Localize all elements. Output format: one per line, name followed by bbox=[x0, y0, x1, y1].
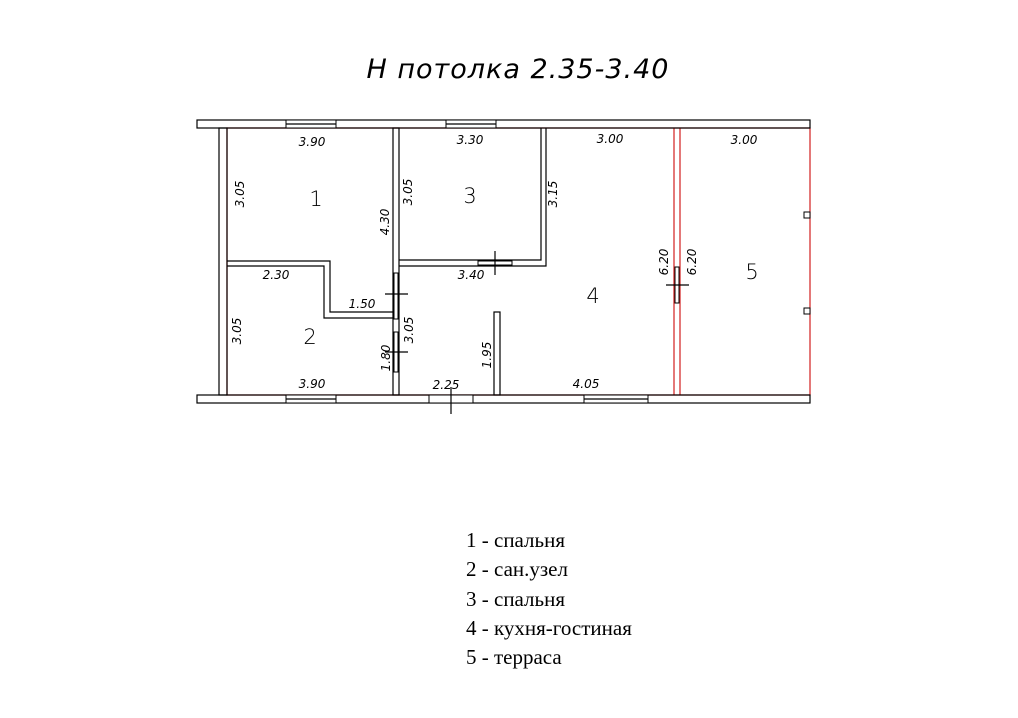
outer-walls bbox=[196, 119, 811, 404]
room-number-5: 5 bbox=[745, 260, 758, 284]
room-number-2: 2 bbox=[303, 325, 316, 349]
dim-room3-bottom: 3.40 bbox=[458, 268, 485, 282]
window-room2-bottom bbox=[285, 394, 337, 404]
windows bbox=[285, 119, 811, 404]
partition-rooms-1-3 bbox=[392, 127, 400, 396]
door-terrace bbox=[666, 266, 689, 304]
dim-room2-door: 1.80 bbox=[379, 344, 393, 371]
door-room3 bbox=[477, 251, 513, 275]
room2-wall-outer bbox=[227, 260, 393, 313]
door-room1 bbox=[385, 272, 408, 320]
floor-plan: 3.90 3.30 3.00 3.00 3.05 4.30 3.05 3.15 … bbox=[196, 119, 811, 414]
dim-room4-top: 3.00 bbox=[597, 132, 624, 146]
terrace-post-lower bbox=[803, 307, 811, 315]
room3-wall-outer bbox=[399, 128, 542, 261]
room2-wall-inner bbox=[227, 265, 393, 319]
dim-room3-top: 3.30 bbox=[457, 133, 484, 147]
interior-walls bbox=[227, 127, 547, 396]
dim-room3-left: 3.05 bbox=[401, 179, 415, 206]
dim-room2-step: 1.50 bbox=[349, 297, 376, 311]
dim-room2-bottom: 3.90 bbox=[299, 377, 326, 391]
window-room3-top bbox=[445, 119, 497, 129]
dim-room4-right: 6.20 bbox=[657, 248, 671, 275]
dim-hall-bottom: 2.25 bbox=[433, 378, 460, 392]
legend-item-3: 3 - спальня bbox=[466, 586, 566, 611]
legend-item-5: 5 - терраса bbox=[466, 645, 562, 670]
room-number-3: 3 bbox=[463, 184, 476, 208]
dim-room2-top: 2.30 bbox=[263, 268, 290, 282]
room-numbers: 1 2 3 4 5 bbox=[303, 184, 758, 349]
legend-item-2: 2 - сан.узел bbox=[466, 557, 568, 582]
room-legend: 1 - спальня 2 - сан.узел 3 - спальня 4 -… bbox=[466, 526, 632, 672]
dim-room1-top: 3.90 bbox=[299, 135, 326, 149]
bottom-wall bbox=[196, 394, 811, 404]
window-room1-top bbox=[285, 119, 337, 129]
dim-partition-stub: 1.95 bbox=[480, 342, 494, 369]
legend-item-4: 4 - кухня-гостиная bbox=[466, 615, 632, 640]
door-entrance bbox=[428, 387, 474, 414]
doors bbox=[385, 251, 689, 414]
dim-room5-left: 6.20 bbox=[685, 248, 699, 275]
partition-stub bbox=[493, 311, 501, 396]
dim-room2-left: 3.05 bbox=[230, 318, 244, 345]
window-room4-bottom bbox=[583, 394, 649, 404]
top-wall bbox=[196, 119, 811, 129]
dim-room3-right: 3.15 bbox=[546, 181, 560, 208]
door-room2 bbox=[385, 331, 408, 373]
dim-partition-height: 4.30 bbox=[378, 208, 392, 235]
room-number-1: 1 bbox=[309, 187, 322, 211]
dim-room1-left: 3.05 bbox=[233, 181, 247, 208]
room3-wall-inner bbox=[399, 128, 547, 267]
dimension-labels: 3.90 3.30 3.00 3.00 3.05 4.30 3.05 3.15 … bbox=[230, 132, 758, 392]
left-wall bbox=[218, 127, 228, 396]
legend-item-1: 1 - спальня bbox=[466, 528, 566, 552]
terrace-post-upper bbox=[803, 211, 811, 219]
dim-room5-top: 3.00 bbox=[731, 133, 758, 147]
ceiling-height-title: H потолка 2.35-3.40 bbox=[367, 54, 670, 85]
dim-room4-bottom: 4.05 bbox=[573, 377, 600, 391]
room-number-4: 4 bbox=[586, 284, 599, 308]
dim-room2-right: 3.05 bbox=[402, 317, 416, 344]
